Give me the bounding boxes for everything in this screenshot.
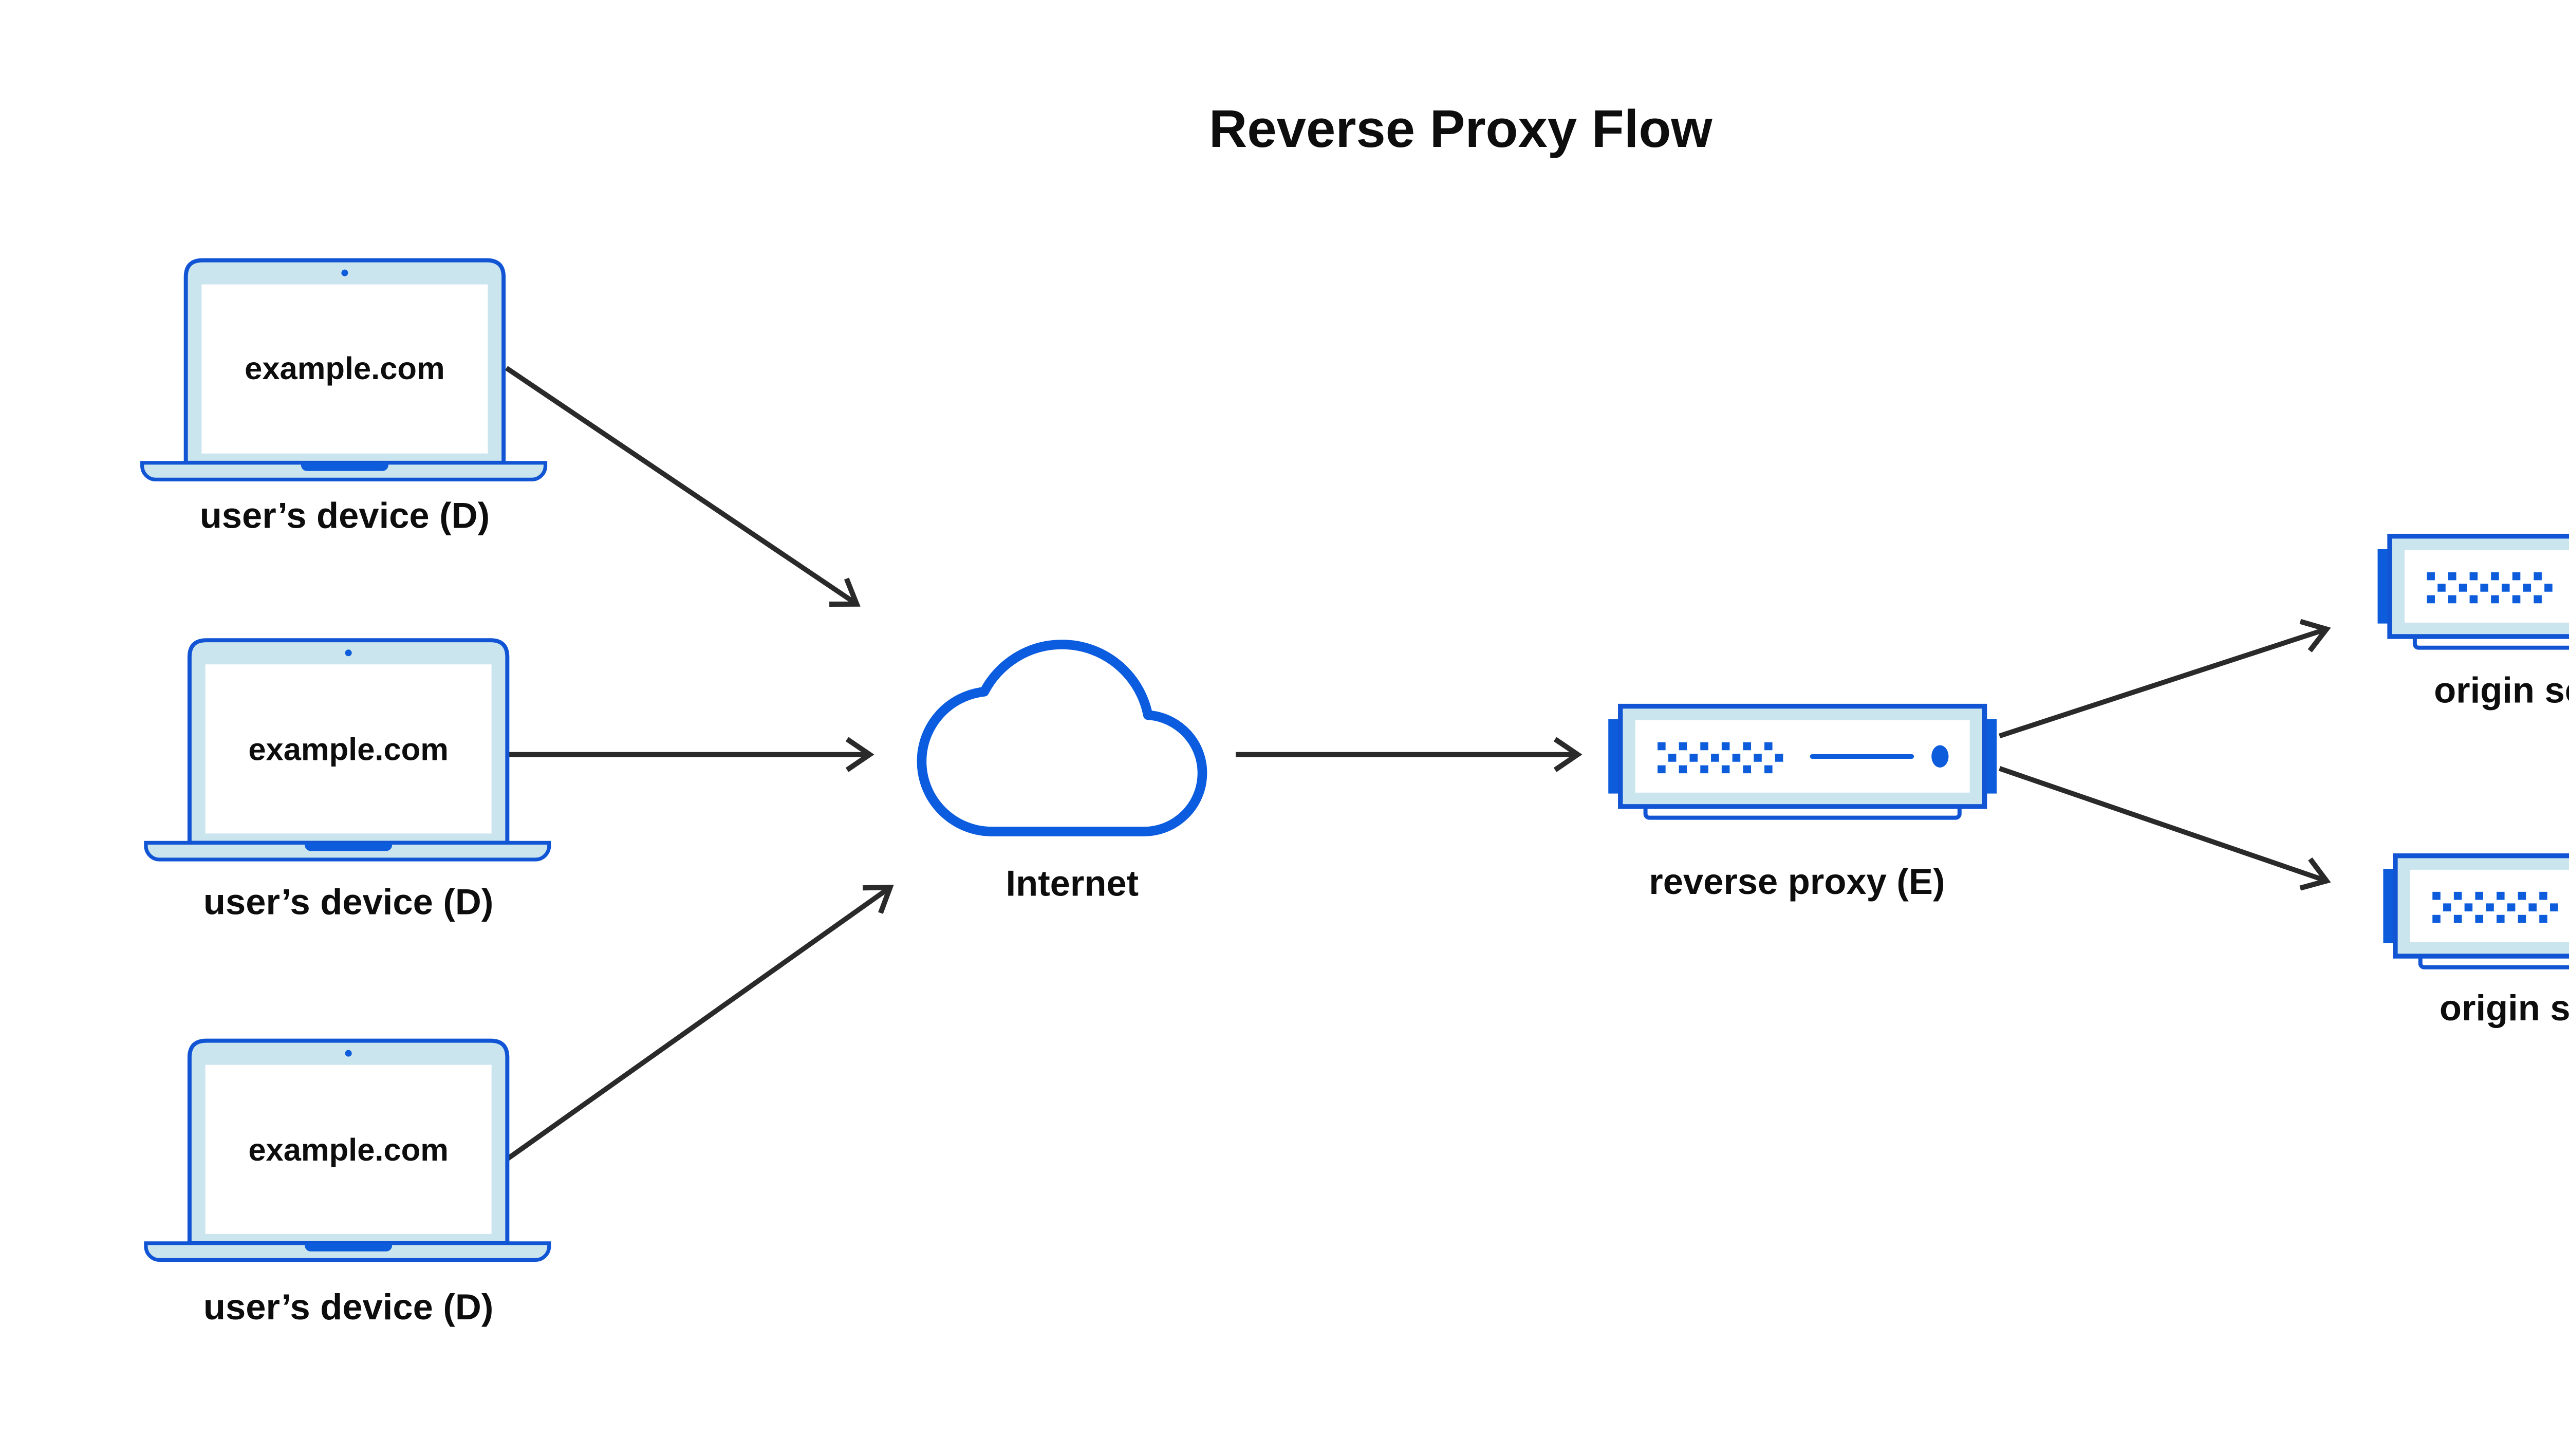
internet-label: Internet	[1006, 863, 1139, 903]
flow-arrows	[505, 366, 2331, 1162]
arrow-device1-to-internet	[505, 366, 861, 607]
arrow-device3-to-internet	[505, 885, 894, 1162]
device-3-screen-url: example.com	[248, 1132, 448, 1168]
origin-server-1-node	[2378, 536, 2569, 648]
cloud-icon	[917, 640, 1207, 836]
arrow-proxy-to-origin1	[1999, 619, 2331, 739]
server-icon	[1608, 706, 1997, 818]
arrow-proxy-to-origin2	[1998, 766, 2331, 891]
internet-node: Internet	[917, 640, 1207, 903]
reverse-proxy-node	[1608, 706, 1997, 818]
reverse-proxy-label: reverse proxy (E)	[1649, 861, 1945, 902]
server-icon	[2378, 536, 2569, 648]
origin-server-2-node	[2383, 856, 2569, 967]
device-1-label: user’s device (D)	[200, 495, 490, 535]
device-1-screen-url: example.com	[245, 351, 445, 386]
device-2-screen-url: example.com	[248, 732, 448, 767]
device-2-label: user’s device (D)	[203, 882, 493, 922]
device-3-label: user’s device (D)	[203, 1286, 493, 1327]
page-title: Reverse Proxy Flow	[1209, 99, 1712, 158]
origin-server-1-label: origin server (F)	[2434, 669, 2569, 710]
origin-server-2-label: origin server (F)	[2440, 987, 2569, 1028]
server-icon	[2383, 856, 2569, 967]
